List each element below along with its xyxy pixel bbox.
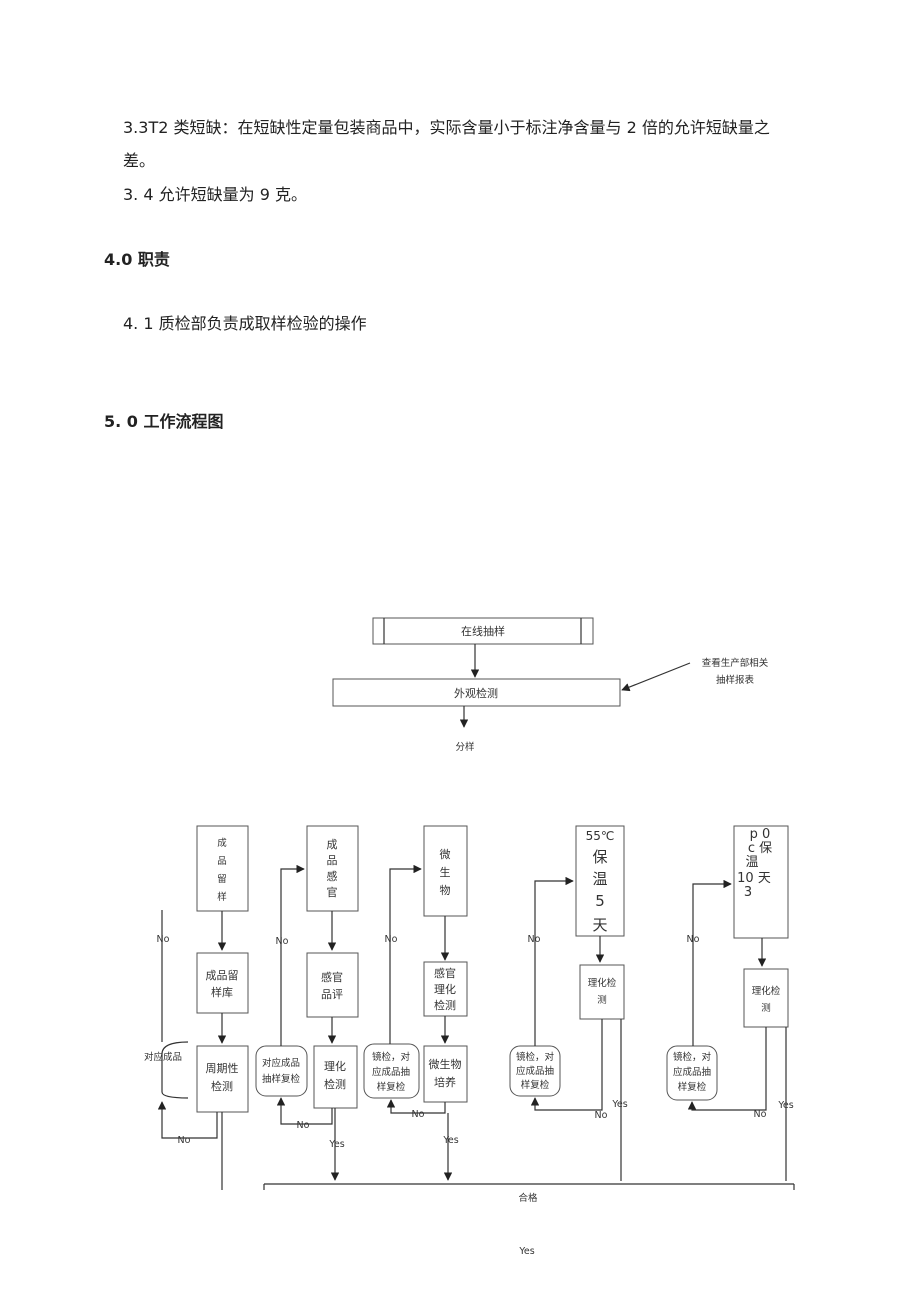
svg-text:微: 微 xyxy=(440,847,451,861)
visual-inspection-node: 外观检测 xyxy=(332,678,621,707)
svg-text:留: 留 xyxy=(217,873,227,885)
clause-3-3-cont: 差。 xyxy=(123,151,156,170)
final-yes-label: Yes xyxy=(518,1246,534,1257)
pass-label: 合格 xyxy=(518,1192,538,1204)
svg-text:保: 保 xyxy=(592,848,607,866)
svg-text:Yes: Yes xyxy=(777,1100,793,1111)
svg-text:感官: 感官 xyxy=(434,966,456,980)
svg-text:10 天: 10 天 xyxy=(737,871,771,886)
svg-text:微生物: 微生物 xyxy=(429,1057,462,1071)
visual-inspection-label: 外观检测 xyxy=(454,686,498,700)
svg-text:No: No xyxy=(157,934,170,945)
column-retained-sample: 成 品 留 样 成品留 样库 周期性 检测 对应成品 No No xyxy=(144,825,249,1190)
svg-text:应成品抽: 应成品抽 xyxy=(673,1066,711,1078)
svg-text:理化检: 理化检 xyxy=(588,977,617,989)
svg-text:成: 成 xyxy=(217,837,227,849)
clause-3-4: 3. 4 允许短缺量为 9 克。 xyxy=(123,185,307,204)
svg-text:温: 温 xyxy=(745,855,758,870)
clause-3-3: 3.3T2 类短缺：在短缺性定量包装商品中，实际含量小于标注净含量与 2 倍的允… xyxy=(123,118,770,137)
svg-text:感: 感 xyxy=(327,870,338,883)
clause-4-1: 4. 1 质检部负责成取样检验的操作 xyxy=(123,314,367,333)
svg-text:物: 物 xyxy=(440,883,451,897)
svg-text:No: No xyxy=(297,1120,310,1131)
svg-text:官: 官 xyxy=(327,885,338,899)
svg-text:对应成品: 对应成品 xyxy=(262,1057,300,1069)
svg-text:镜检，对: 镜检，对 xyxy=(516,1051,555,1063)
svg-text:成品留: 成品留 xyxy=(206,969,239,982)
split-sample-label: 分样 xyxy=(455,741,474,753)
svg-text:抽样复检: 抽样复检 xyxy=(262,1073,301,1085)
svg-text:No: No xyxy=(687,934,700,945)
section-5-heading: 5. 0 工作流程图 xyxy=(104,412,224,431)
check-report-label-1: 查看生产部相关 xyxy=(702,657,769,669)
svg-text:生: 生 xyxy=(440,865,451,879)
svg-text:感官: 感官 xyxy=(321,970,343,984)
svg-text:Yes: Yes xyxy=(328,1139,344,1150)
svg-text:镜检，对: 镜检，对 xyxy=(673,1051,712,1063)
svg-text:对应成品: 对应成品 xyxy=(144,1051,182,1063)
svg-text:No: No xyxy=(754,1109,767,1120)
svg-text:理化检: 理化检 xyxy=(752,985,781,997)
svg-text:品评: 品评 xyxy=(321,988,343,1001)
check-report-label-2: 抽样报表 xyxy=(716,674,755,686)
svg-text:No: No xyxy=(595,1110,608,1121)
svg-text:品: 品 xyxy=(327,854,338,867)
online-sampling-node: 在线抽样 xyxy=(372,617,594,645)
svg-text:镜检，对: 镜检，对 xyxy=(372,1051,411,1063)
svg-text:No: No xyxy=(528,934,541,945)
svg-text:成: 成 xyxy=(327,838,338,851)
svg-text:样: 样 xyxy=(217,891,227,903)
svg-text:理化: 理化 xyxy=(434,982,456,996)
svg-text:No: No xyxy=(385,934,398,945)
svg-text:5: 5 xyxy=(595,892,605,910)
svg-text:测: 测 xyxy=(597,995,607,1006)
svg-text:应成品抽: 应成品抽 xyxy=(372,1066,410,1078)
svg-text:品: 品 xyxy=(217,856,227,867)
svg-text:c 保: c 保 xyxy=(748,841,772,856)
svg-text:培养: 培养 xyxy=(434,1075,456,1089)
svg-text:3: 3 xyxy=(744,885,752,900)
svg-text:周期性: 周期性 xyxy=(206,1061,239,1075)
svg-text:样复检: 样复检 xyxy=(377,1081,406,1093)
svg-text:No: No xyxy=(178,1135,191,1146)
svg-text:检测: 检测 xyxy=(324,1077,346,1091)
svg-text:样库: 样库 xyxy=(211,985,233,999)
section-4-heading: 4.0 职责 xyxy=(104,250,170,269)
svg-text:Yes: Yes xyxy=(442,1135,458,1146)
svg-text:测: 测 xyxy=(761,1003,771,1014)
column-55c-incubation: 55℃ 保 温 5 天 理化检 测 镜检，对 应成品抽 样复检 No No Ye… xyxy=(509,825,628,1181)
svg-text:检测: 检测 xyxy=(211,1079,233,1093)
online-sampling-label: 在线抽样 xyxy=(461,624,505,638)
svg-text:p 0: p 0 xyxy=(750,827,771,842)
svg-text:No: No xyxy=(276,936,289,947)
svg-text:No: No xyxy=(412,1109,425,1120)
svg-text:温: 温 xyxy=(592,870,607,888)
column-extended-incubation: p 0 c 保 温 10 天 3 理化检 测 镜检，对 应成品抽 样复检 No … xyxy=(666,825,794,1181)
svg-text:理化: 理化 xyxy=(324,1059,346,1073)
svg-text:样复检: 样复检 xyxy=(678,1081,707,1093)
svg-text:检测: 检测 xyxy=(434,998,456,1012)
column-sensory: 成 品 感 官 感官 品评 理化 检测 对应成品 抽样复检 No No Yes xyxy=(255,825,359,1181)
svg-text:样复检: 样复检 xyxy=(521,1079,550,1091)
svg-text:应成品抽: 应成品抽 xyxy=(516,1065,554,1077)
svg-text:Yes: Yes xyxy=(611,1099,627,1110)
column-microbiology: 微 生 物 感官 理化 检测 微生物 培养 镜检，对 应成品抽 样复检 No N… xyxy=(363,825,468,1181)
svg-text:天: 天 xyxy=(592,916,607,934)
svg-text:55℃: 55℃ xyxy=(586,829,615,843)
